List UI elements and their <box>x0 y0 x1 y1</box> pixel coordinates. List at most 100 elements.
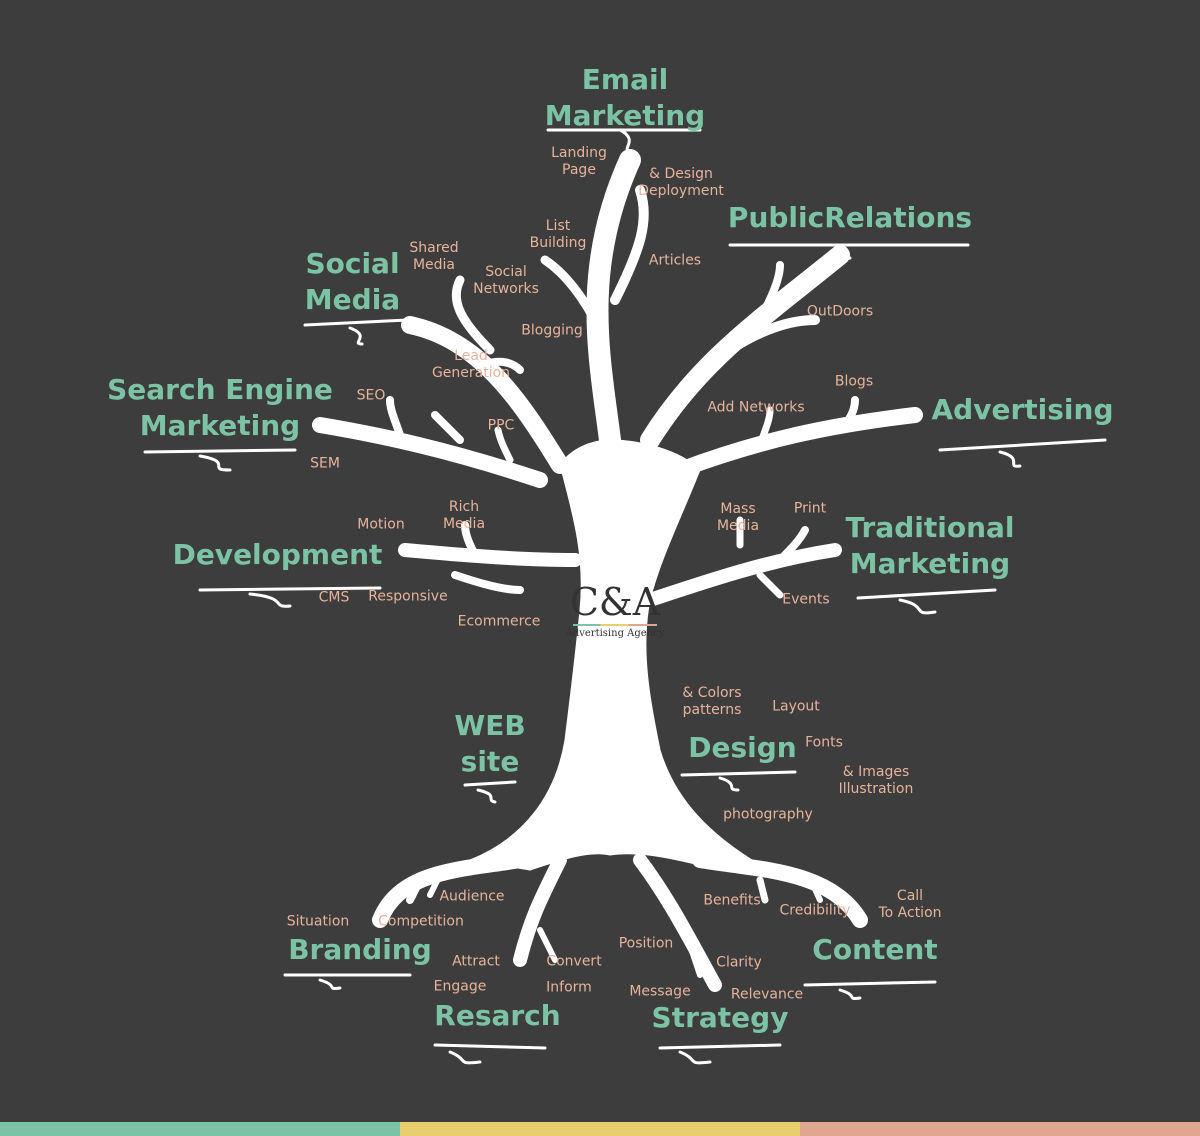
subtopic-relevance: Relevance <box>730 986 804 1003</box>
subtopic-print: Print <box>793 500 827 517</box>
twig-11 <box>756 406 774 449</box>
subtopic-call-to-action: Call To Action <box>878 888 942 921</box>
branch-social <box>401 316 569 474</box>
subtopic-inform: Inform <box>546 979 592 996</box>
subtopic-convert: Convert <box>546 953 602 970</box>
category-social-media: Social Media <box>304 247 401 316</box>
logo-subtitle: Advertising Agency <box>565 628 665 639</box>
subtopic-audience: Audience <box>439 888 505 905</box>
underline-traditional <box>856 588 997 615</box>
twig-8 <box>725 315 820 355</box>
underline-strategy <box>658 1043 782 1065</box>
root-twig-6 <box>687 942 703 978</box>
category-public-relations: PublicRelations <box>727 201 973 234</box>
twig-3 <box>451 275 495 355</box>
branch-advertising <box>672 407 923 478</box>
root-twig-2 <box>427 872 443 898</box>
category-branding: Branding <box>288 933 432 966</box>
subtopic-events: Events <box>782 591 830 608</box>
subtopic-position: Position <box>618 935 674 952</box>
underline-advertising <box>938 438 1107 468</box>
subtopic-responsive: Responsive <box>368 588 448 605</box>
subtopic-ecommerce: Ecommerce <box>457 613 541 630</box>
subtopic-list-building: List Building <box>529 218 587 251</box>
twig-14 <box>776 526 809 564</box>
subtopic-lead-generation: Lead Generation <box>431 348 511 381</box>
underline-development <box>198 586 382 608</box>
subtopic-landing-page: Landing Page <box>551 145 607 178</box>
subtopic-sem: SEM <box>310 455 340 472</box>
root-branding <box>372 852 528 928</box>
category-design: Design <box>688 731 797 764</box>
underline-design <box>680 770 797 792</box>
footer-bar-green <box>0 1122 400 1136</box>
root-twig-3 <box>756 876 769 904</box>
twig-7 <box>494 426 514 464</box>
logo-color-line <box>573 624 657 626</box>
subtopic-design-deployment: & Design Deployment <box>638 166 724 199</box>
category-strategy: Strategy <box>651 1001 789 1034</box>
agency-logo: C&A Advertising Agency <box>565 580 665 650</box>
subtopic-colors-patterns: & Colors patterns <box>682 685 742 718</box>
underline-pr <box>728 243 970 261</box>
root-twig-1 <box>406 876 424 904</box>
subtopic-images-illustration: & Images Illustration <box>838 764 914 797</box>
branch-email <box>586 149 641 451</box>
underline-sem <box>143 448 297 472</box>
subtopic-blogging: Blogging <box>521 322 583 339</box>
underline-web <box>463 780 517 804</box>
subtopic-articles: Articles <box>648 252 702 269</box>
root-content <box>692 852 868 928</box>
subtopic-situation: Situation <box>286 913 350 930</box>
subtopic-blogs: Blogs <box>834 373 874 390</box>
subtopic-message: Message <box>629 983 691 1000</box>
twig-2 <box>540 255 605 335</box>
root-twig-4 <box>807 875 823 903</box>
category-content: Content <box>812 933 938 966</box>
subtopic-mass-media: Mass Media <box>716 501 760 534</box>
subtopic-social-networks: Social Networks <box>473 264 539 297</box>
root-research <box>513 853 567 967</box>
subtopic-shared-media: Shared Media <box>409 240 459 273</box>
category-search-engine-marketing: Search Engine Marketing <box>107 373 333 442</box>
subtopic-clarity: Clarity <box>716 954 762 971</box>
underline-content <box>803 980 937 1000</box>
underline-branding <box>283 973 412 990</box>
branch-sem <box>312 417 548 488</box>
subtopic-seo: SEO <box>356 387 386 404</box>
logo-mark: C&A <box>569 580 661 624</box>
footer-bar-salmon <box>800 1122 1200 1136</box>
subtopic-engage: Engage <box>433 978 487 995</box>
underline-research <box>433 1043 547 1065</box>
subtopic-attract: Attract <box>452 953 500 970</box>
subtopic-rich-media: Rich Media <box>442 499 486 532</box>
twig-1 <box>610 185 649 305</box>
category-development: Development <box>172 538 383 571</box>
category-web-site: WEB site <box>454 709 526 778</box>
underline-social <box>303 318 410 346</box>
twig-10 <box>836 396 859 434</box>
subtopic-competition: Competition <box>378 913 464 930</box>
category-traditional-marketing: Traditional Marketing <box>845 511 1015 580</box>
category-research: Resarch <box>434 999 561 1032</box>
twig-13 <box>451 571 524 594</box>
footer-bar-yellow <box>400 1122 800 1136</box>
twig-15 <box>756 571 784 599</box>
subtopic-ppc: PPC <box>487 417 515 434</box>
subtopic-outdoors: OutDoors <box>806 303 874 320</box>
twig-6 <box>386 396 404 439</box>
branch-traditional <box>643 543 842 607</box>
twig-5 <box>431 411 464 444</box>
subtopic-fonts: Fonts <box>805 734 843 751</box>
root-twig-5 <box>537 927 558 963</box>
category-advertising: Advertising <box>931 393 1114 426</box>
subtopic-motion: Motion <box>357 516 405 533</box>
subtopic-cms: CMS <box>318 589 350 606</box>
subtopic-layout: Layout <box>772 698 820 715</box>
subtopic-photography: photography <box>723 806 813 823</box>
subtopic-add-networks: Add Networks <box>707 399 805 416</box>
subtopic-benefits: Benefits <box>703 892 761 909</box>
twig-4 <box>481 357 524 374</box>
root-strategy <box>633 853 722 992</box>
